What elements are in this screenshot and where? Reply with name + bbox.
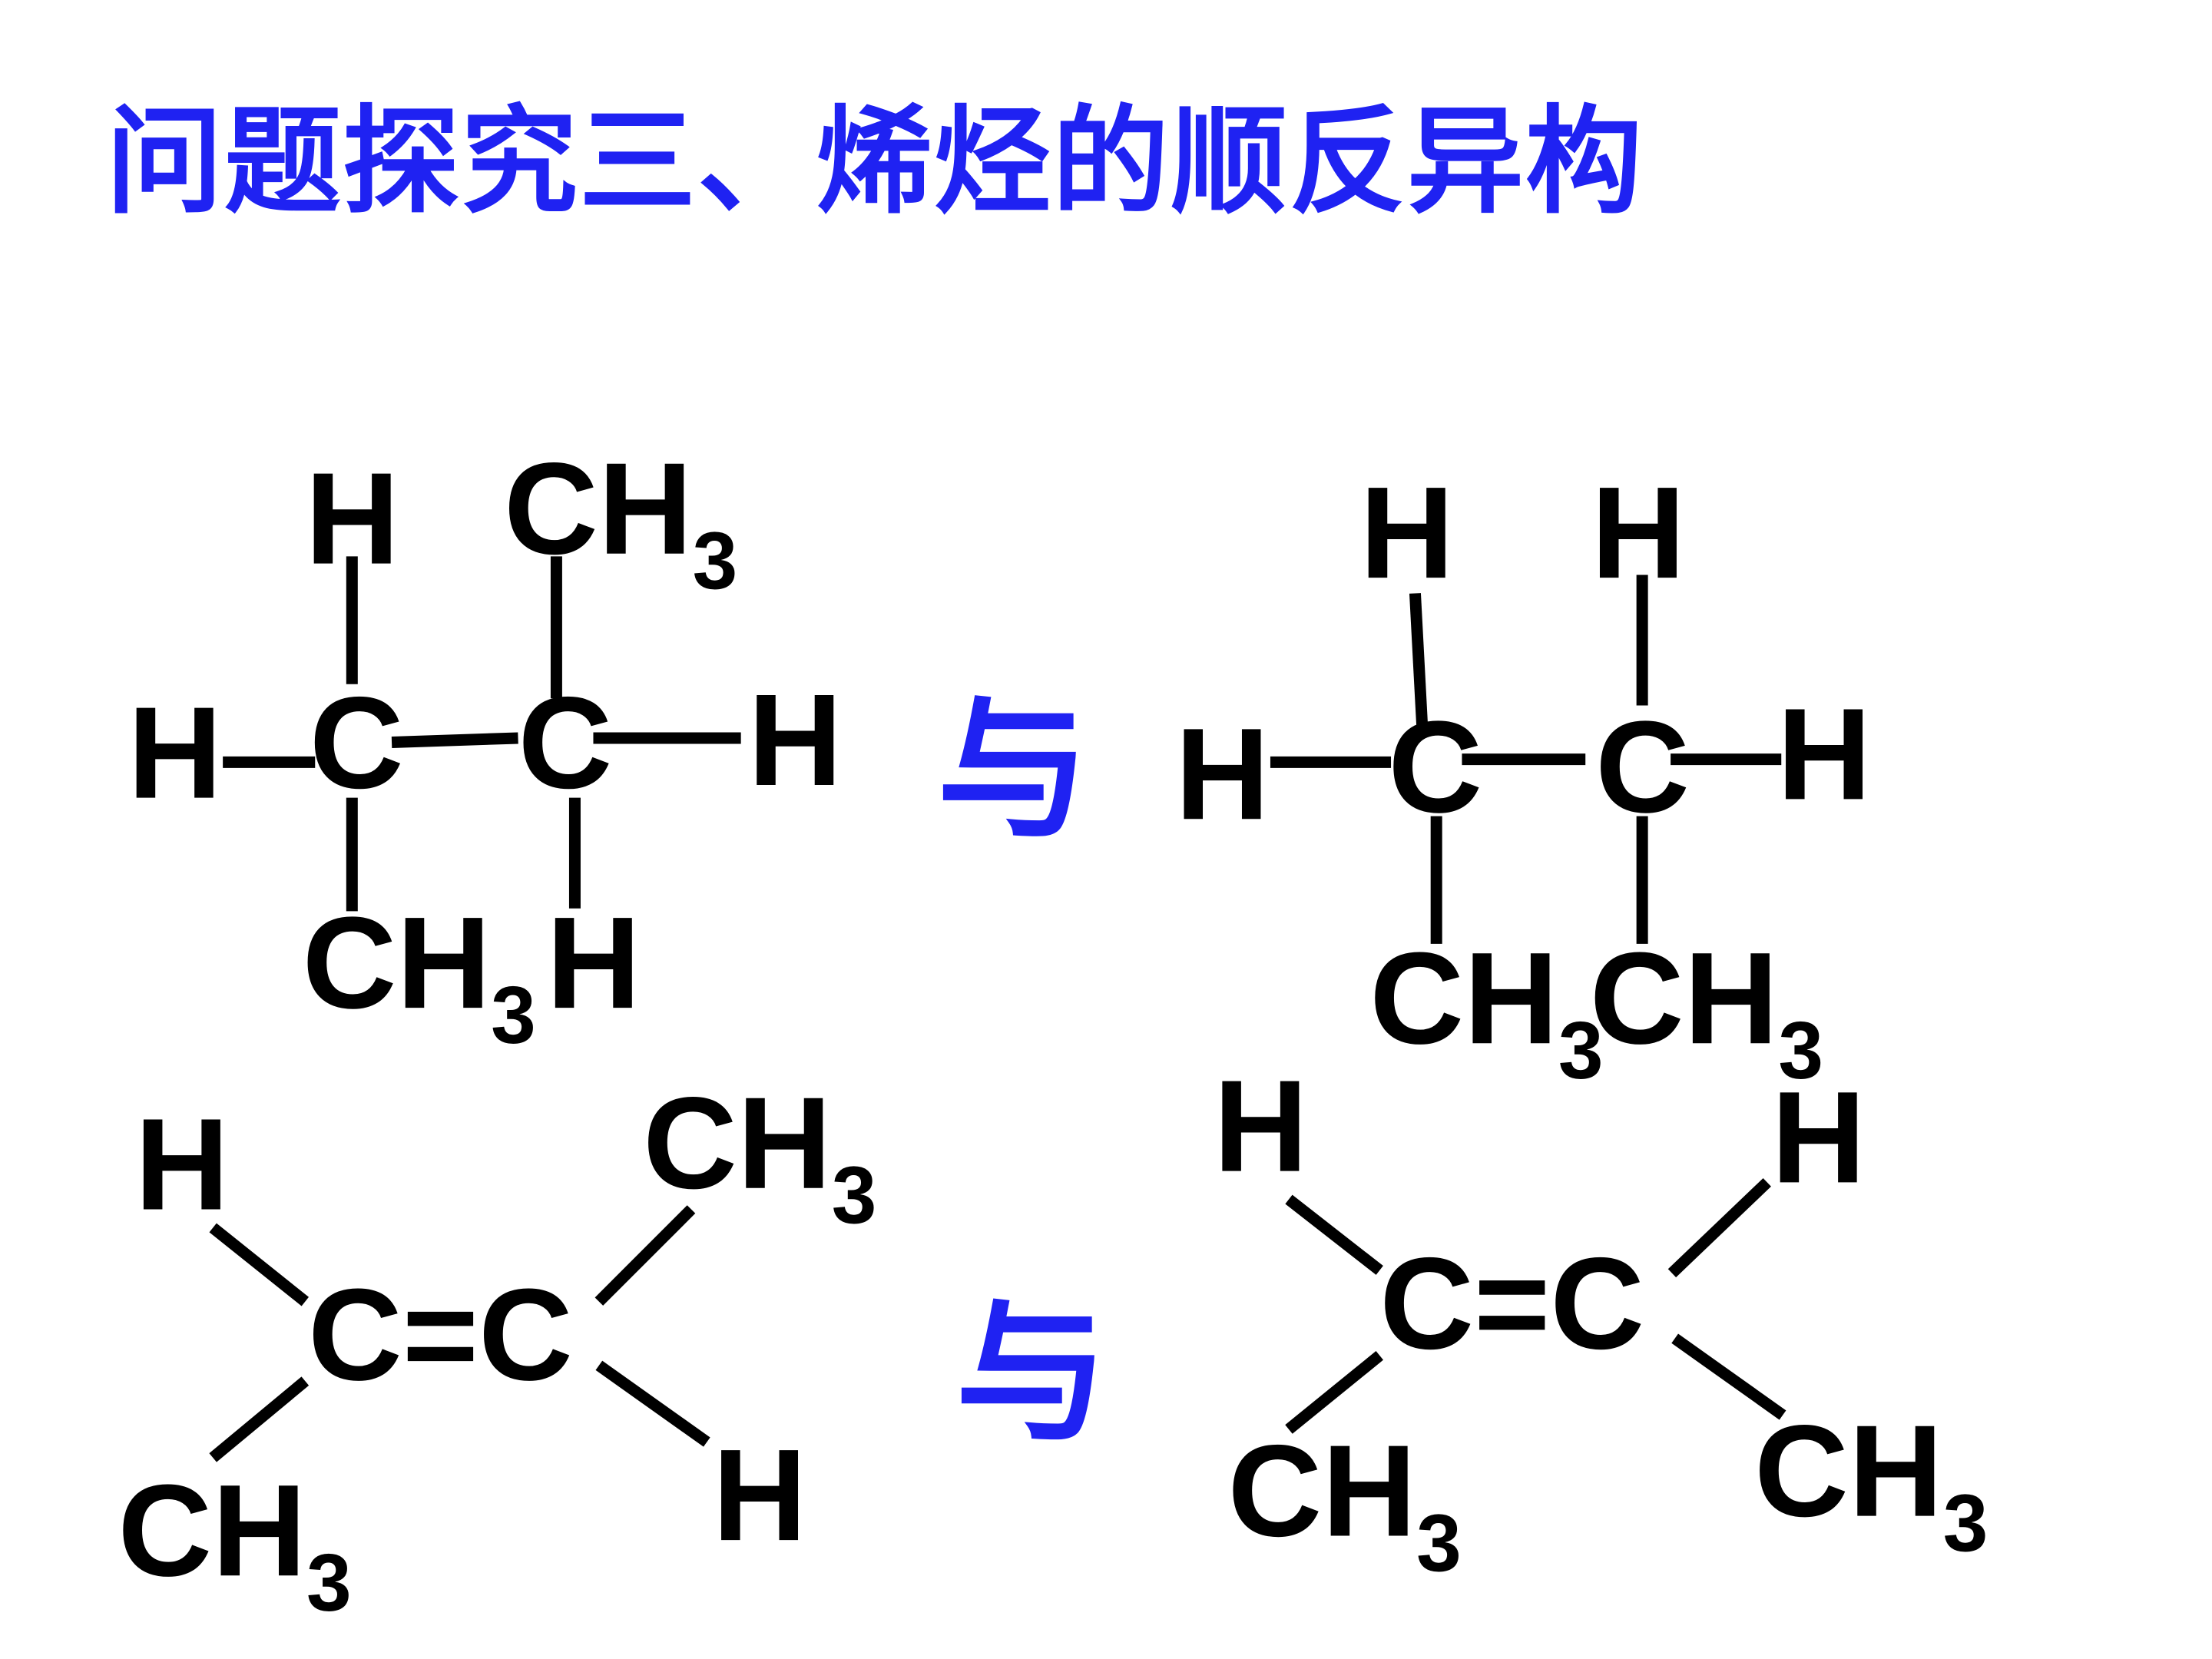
- hydrogen-top-right: H: [1771, 1065, 1866, 1210]
- methyl-bottom-left: CH3: [1228, 1419, 1462, 1589]
- connector-2: 与: [955, 1285, 1109, 1463]
- methyl-bottom-left: CH3: [118, 1458, 351, 1628]
- methyl-top: CH3: [504, 436, 737, 607]
- hydrogen-bottom: H: [546, 890, 641, 1036]
- bond-ch3-top-right: [594, 1205, 696, 1306]
- bond-h-bottom-right: [595, 1360, 710, 1447]
- bond-h-top-left: [1285, 1194, 1383, 1275]
- slide-title: 问题探究三、烯烃的顺反异构: [106, 94, 1644, 230]
- hydrogen-top-left: H: [1214, 1054, 1308, 1200]
- carbon-1: C: [1388, 694, 1482, 840]
- carbon-carbon-double-bond: C=C: [308, 1262, 573, 1408]
- bond-h-top-right: [1667, 1177, 1771, 1278]
- methyl-bottom-right: CH3: [1754, 1399, 1988, 1569]
- connector-1: 与: [937, 682, 1091, 860]
- bond-ch3-bottom-left: [209, 1376, 310, 1462]
- hydrogen-left: H: [1175, 701, 1270, 847]
- hydrogen-right: H: [1777, 681, 1872, 827]
- methyl-top-right: CH3: [643, 1071, 876, 1241]
- bond-c1-h-top: [1409, 593, 1429, 727]
- methyl-bottom-right: CH3: [1590, 926, 1823, 1096]
- bond-ch3-bottom-left: [1285, 1351, 1383, 1434]
- hydrogen-right: H: [748, 667, 843, 813]
- bond-h-top-left: [209, 1223, 310, 1306]
- carbon-carbon-double-bond: C=C: [1379, 1231, 1644, 1377]
- hydrogen-left: H: [127, 680, 222, 826]
- methyl-bottom-left: CH3: [1369, 926, 1603, 1096]
- hydrogen-top-left: H: [1359, 460, 1454, 606]
- bond-c1-c2: [391, 732, 518, 748]
- hydrogen-bottom-right: H: [713, 1422, 807, 1568]
- carbon-1: C: [310, 671, 404, 816]
- bond-ch3-bottom-right: [1671, 1333, 1786, 1420]
- hydrogen-top-left: H: [135, 1091, 230, 1237]
- carbon-2: C: [1595, 694, 1690, 840]
- methyl-bottom: CH3: [303, 890, 536, 1061]
